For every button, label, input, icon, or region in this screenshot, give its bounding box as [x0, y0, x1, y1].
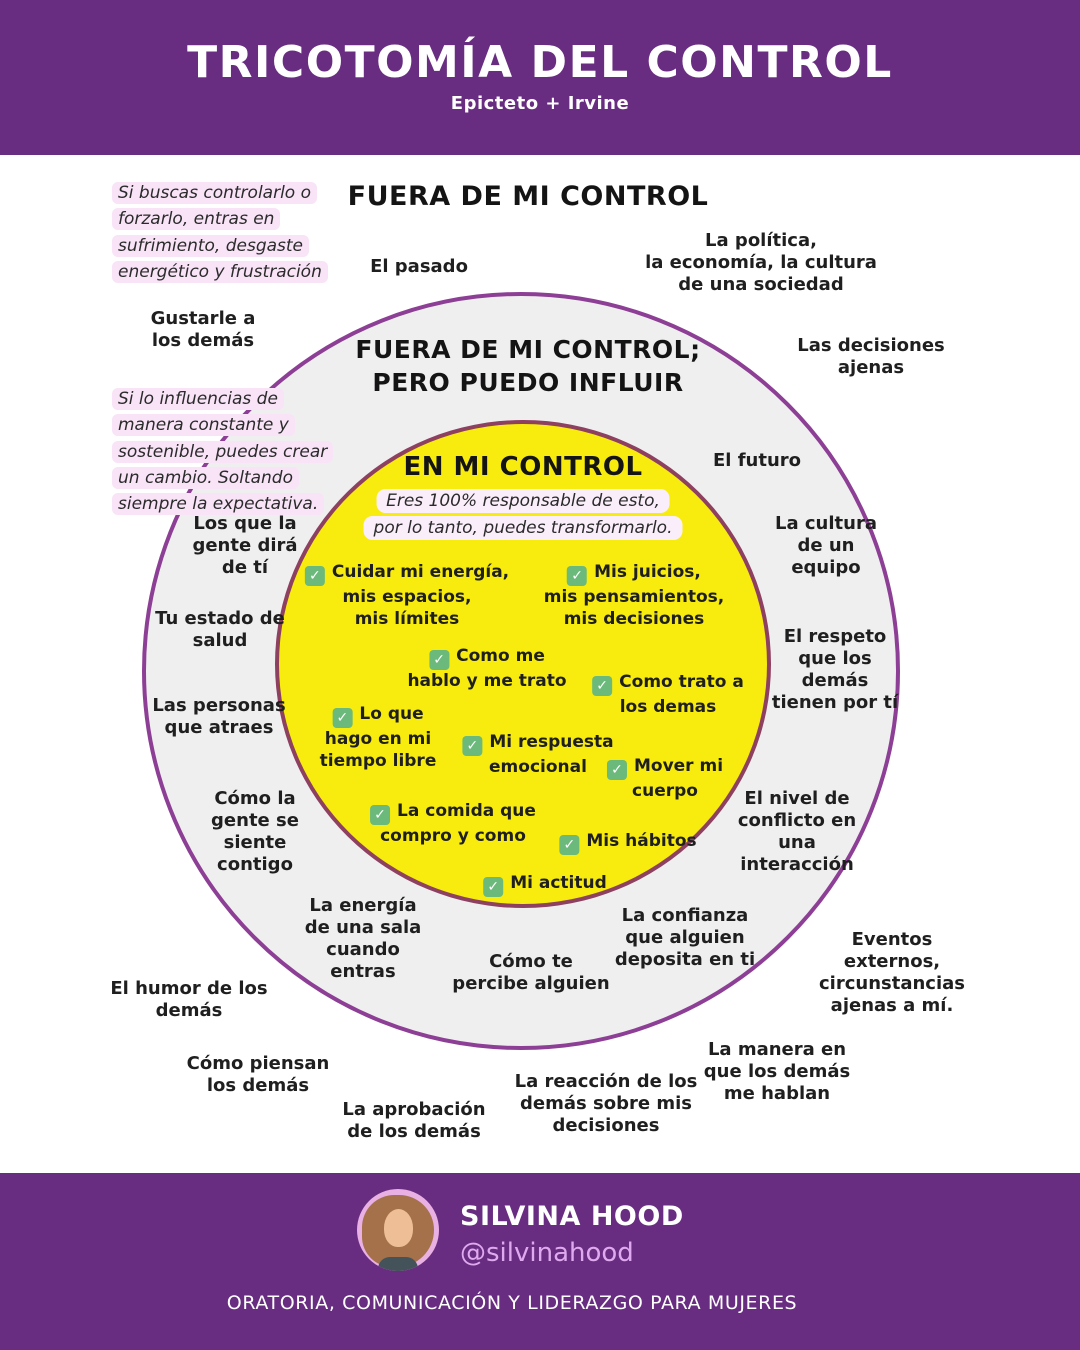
avatar-face: [384, 1209, 413, 1247]
check-icon: ✓: [304, 566, 325, 586]
middle-item: La energía de una sala cuando entras: [304, 895, 422, 982]
check-icon: ✓: [370, 805, 391, 825]
in-control-item-label: Mis juicios, mis pensamientos, mis decis…: [543, 562, 725, 630]
side-note-outer: Si buscas controlarlo o forzarlo, entras…: [112, 180, 328, 285]
outer-item: El pasado: [370, 256, 468, 277]
in-control-item: ✓ Mi actitud: [483, 872, 607, 897]
middle-item: El nivel de conflicto en una interacción: [737, 788, 857, 875]
avatar-body: [378, 1257, 418, 1271]
outer-item: Eventos externos, circunstancias ajenas …: [819, 929, 965, 1016]
check-icon: ✓: [429, 650, 450, 670]
outer-item: El humor de los demás: [110, 978, 268, 1021]
middle-item: Las personas que atraes: [152, 695, 286, 738]
inner-zone-title: EN MI CONTROL: [403, 452, 643, 482]
in-control-item: ✓Mis juicios, mis pensamientos, mis deci…: [544, 561, 725, 630]
inner-zone-note-text: Eres 100% responsable de esto, por lo ta…: [363, 489, 683, 541]
in-control-item: ✓ Mis hábitos: [559, 830, 697, 855]
side-note-outer-text: Si buscas controlarlo o forzarlo, entras…: [112, 182, 328, 284]
outer-item: La reacción de los demás sobre mis decis…: [514, 1071, 698, 1136]
middle-item: La confianza que alguien deposita en ti: [614, 905, 756, 970]
in-control-item: ✓Como me hablo y me trato: [407, 645, 566, 692]
in-control-item-label: La comida que compro y como: [380, 801, 536, 846]
in-control-item: ✓Mover mi cuerpo: [606, 755, 724, 802]
in-control-item-label: Lo que hago en mi tiempo libre: [319, 704, 437, 772]
middle-item: Cómo la gente se siente contigo: [211, 788, 299, 875]
in-control-item-label: Como me hablo y me trato: [407, 646, 567, 691]
in-control-item-label: Como trato a los demas: [619, 672, 744, 717]
middle-zone-title: FUERA DE MI CONTROL; PERO PUEDO INFLUIR: [355, 335, 701, 397]
author-name: SILVINA HOOD: [460, 1201, 684, 1232]
check-icon: ✓: [559, 835, 580, 855]
middle-item: Cómo te percibe alguien: [452, 951, 610, 994]
middle-item: El respeto que los demás tienen por tí: [771, 626, 899, 713]
in-control-item: ✓ Como trato a los demas: [592, 671, 744, 718]
check-icon: ✓: [592, 676, 613, 696]
in-control-item: ✓ Cuidar mi energía, mis espacios, mis lí…: [304, 561, 510, 630]
middle-item: Los que la gente dirá de tí: [192, 513, 298, 578]
middle-item: El futuro: [712, 450, 802, 471]
author-handle: @silvinahood: [460, 1238, 634, 1268]
footer-tagline: ORATORIA, COMUNICACIÓN Y LIDERAZGO PARA …: [226, 1292, 798, 1314]
footer-band: [0, 1173, 1080, 1350]
outer-item: La política, la economía, la cultura de …: [645, 230, 877, 295]
outer-item: La aprobación de los demás: [342, 1099, 486, 1142]
outer-item: Gustarle a los demás: [150, 308, 256, 351]
inner-zone-note: Eres 100% responsable de esto, por lo ta…: [363, 488, 683, 542]
check-icon: ✓: [606, 760, 627, 780]
side-note-influence: Si lo influencias de manera constante y …: [112, 386, 334, 518]
check-icon: ✓: [567, 566, 588, 586]
header-band: TRICOTOMÍA DEL CONTROL Epicteto + Irvine: [0, 0, 1080, 155]
in-control-item-label: Cuidar mi energía, mis espacios, mis lím…: [331, 562, 510, 630]
outer-item: Las decisiones ajenas: [797, 335, 945, 378]
middle-item: La cultura de un equipo: [775, 513, 877, 578]
middle-item: Tu estado de salud: [155, 608, 285, 651]
outer-zone-title: FUERA DE MI CONTROL: [347, 181, 709, 212]
in-control-item-label: Mis hábitos: [586, 831, 697, 851]
in-control-item: ✓ Mi respuesta emocional: [462, 731, 614, 778]
in-control-item: ✓Lo que hago en mi tiempo libre: [320, 703, 437, 772]
page-title: TRICOTOMÍA DEL CONTROL: [187, 37, 893, 88]
check-icon: ✓: [462, 736, 483, 756]
outer-item: Cómo piensan los demás: [186, 1053, 330, 1096]
outer-item: La manera en que los demás me hablan: [703, 1039, 851, 1104]
check-icon: ✓: [483, 877, 504, 897]
in-control-item-label: Mi respuesta emocional: [489, 732, 614, 777]
in-control-item: ✓La comida que compro y como: [370, 800, 536, 847]
page-subtitle: Epicteto + Irvine: [450, 93, 630, 114]
side-note-influence-text: Si lo influencias de manera constante y …: [112, 388, 334, 516]
in-control-item-label: Mover mi cuerpo: [632, 756, 724, 801]
check-icon: ✓: [332, 708, 353, 728]
in-control-item-label: Mi actitud: [510, 873, 607, 893]
avatar: [357, 1189, 439, 1271]
